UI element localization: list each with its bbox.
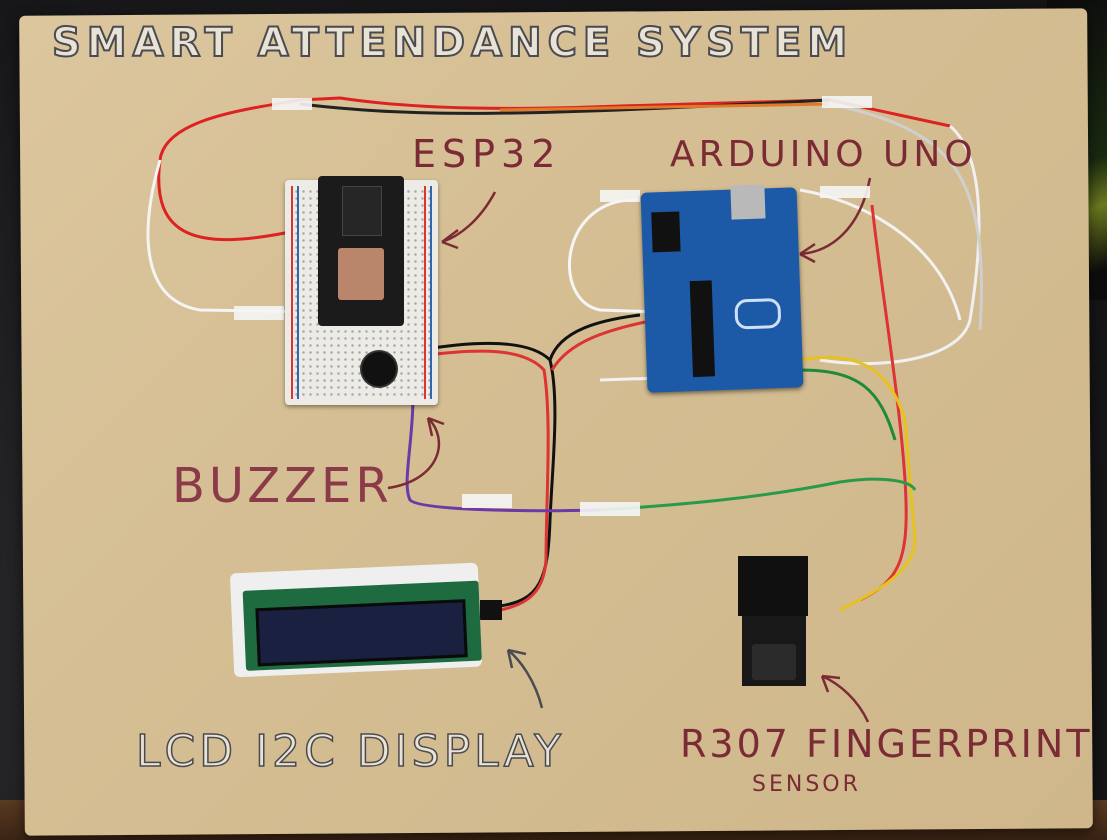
power-rail-red-right <box>424 186 426 399</box>
lcd-label: LCD I2C DISPLAY <box>135 725 566 778</box>
fingerprint-sublabel: SENSOR <box>752 772 861 797</box>
esp32-chip <box>338 248 384 300</box>
lcd-screen <box>255 599 468 667</box>
esp32-shield <box>342 186 382 236</box>
esp32-label: ESP32 <box>412 132 562 176</box>
lcd-i2c-module <box>229 562 483 678</box>
esp32-module <box>318 176 404 326</box>
power-jack <box>651 211 681 253</box>
arduino-uno-label: ARDUINO UNO <box>670 134 977 175</box>
buzzer-component <box>362 352 396 386</box>
fingerprint-sensor <box>738 556 808 686</box>
board-title: SMART ATTENDANCE SYSTEM <box>51 19 854 67</box>
fingerprint-scan-window <box>752 644 796 680</box>
power-rail-blue-right <box>430 186 432 399</box>
fingerprint-sensor-housing <box>738 556 808 616</box>
arduino-logo <box>734 297 782 330</box>
fingerprint-label: R307 FINGERPRINT <box>680 722 1093 766</box>
usb-port <box>730 184 766 220</box>
microcontroller-ic <box>689 280 716 378</box>
arduino-uno-board <box>640 184 804 393</box>
power-rail-red <box>291 186 293 399</box>
buzzer-label: BUZZER <box>172 458 393 514</box>
power-rail-blue <box>297 186 299 399</box>
